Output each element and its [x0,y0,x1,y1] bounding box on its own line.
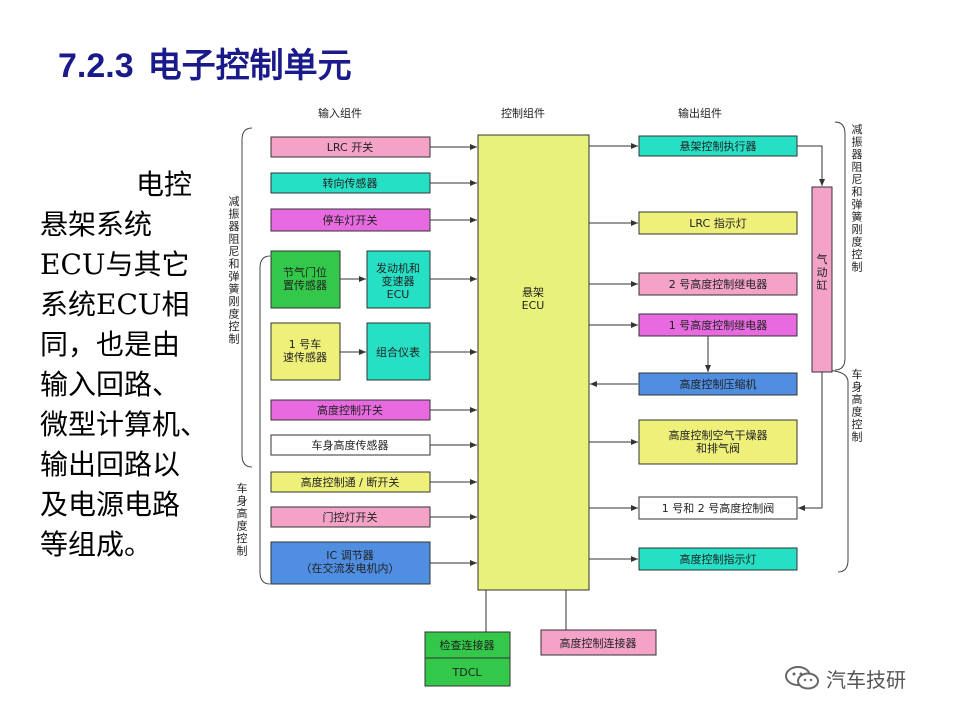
suspension-ecu-block [477,134,590,591]
throttle-sensor-label: 节气门位置传感器 [283,265,327,292]
indicator-box [638,547,798,571]
watermark: 汽车技研 [784,663,906,693]
side-label-damping-right: 减振器阻尼和弹簧刚度控制 [852,123,863,274]
meter-box [366,322,431,381]
header-input: 输入组件 [318,106,362,120]
dryer-box [638,419,798,465]
description-line: 悬架系统 [40,208,153,241]
ic-regulator-box [270,541,431,585]
valves-label: 1 号和 2 号高度控制阀 [662,501,775,515]
description-line: 系统ECU相 [40,288,190,321]
description-line: 电控 [136,168,193,201]
section-title: 电子控制单元 [147,46,352,86]
lrc-lamp-label: LRC 指示灯 [689,216,746,230]
compressor-label: 高度控制压缩机 [680,377,757,391]
air-cylinder-label: 气动缸 [817,252,828,292]
engine-ecu-box [366,250,431,309]
door-lamp-switch-label: 门控灯开关 [323,510,378,524]
compressor-box [638,372,798,396]
actuator-label: 悬架控制执行器 [680,139,757,153]
steering-sensor-label: 转向传感器 [323,176,378,190]
speed-sensor-box [270,322,341,381]
speed-sensor-label: 1 号车速传感器 [283,337,327,364]
throttle-sensor-box [270,250,341,309]
lrc-switch-label: LRC 开关 [327,140,373,154]
height-connector-box [540,629,657,656]
description-line: 输出回路以 [40,448,181,481]
section-number: 7.2.3 [58,47,134,85]
header-control: 控制组件 [501,106,545,120]
valves-box [638,496,798,520]
watermark-text: 汽车技研 [826,667,906,692]
description-line: ECU与其它 [40,248,190,281]
lrc-lamp-box [638,211,798,235]
description-line: 同，也是由 [40,328,181,361]
wechat-icon [785,666,819,690]
description-text: 电控 悬架系统 ECU与其它 系统ECU相 同，也是由 输入回路、 微型计算机、… [40,165,220,565]
side-label-height-right: 车身高度控制 [852,367,863,444]
tdcl-label: TDCL [452,666,483,679]
height-control-switch-label: 高度控制开关 [317,403,383,417]
dryer-label: 高度控制空气干燥器和排气阀 [669,428,768,455]
left-bottom-bracket [259,255,271,585]
height-onoff-switch-label: 高度控制通 / 断开关 [301,475,400,489]
relay1-label: 1 号高度控制继电器 [669,318,768,332]
tdcl-box [424,657,511,687]
header-output: 输出组件 [678,106,722,120]
right-bottom-bracket [821,369,849,573]
left-top-bracket [241,127,253,468]
description-line: 等组成。 [40,528,153,561]
indicator-label: 高度控制指示灯 [680,552,757,566]
side-label-damping-left: 减振器阻尼和弹簧刚度控制 [229,195,240,346]
height-sensor-label: 车身高度传感器 [312,438,389,452]
side-label-height-left: 车身高度控制 [237,481,248,558]
arrow-actuator-cylinder [797,145,825,186]
height-connector-label: 高度控制连接器 [560,636,637,650]
right-top-bracket [834,121,846,371]
stop-lamp-switch-label: 停车灯开关 [323,213,378,227]
description-line: 输入回路、 [40,368,181,401]
relay2-box [638,272,798,296]
description-line: 微型计算机、 [40,408,209,441]
check-connector-label: 检查连接器 [440,638,495,652]
relay1-box [638,313,798,337]
relay2-label: 2 号高度控制继电器 [669,277,768,291]
ic-regulator-label: IC 调节器（在交流发电机内） [301,549,400,575]
meter-label: 组合仪表 [376,345,420,359]
page-title: 7.2.3 电子控制单元 [58,38,352,87]
description-line: 及电源电路 [40,488,181,521]
